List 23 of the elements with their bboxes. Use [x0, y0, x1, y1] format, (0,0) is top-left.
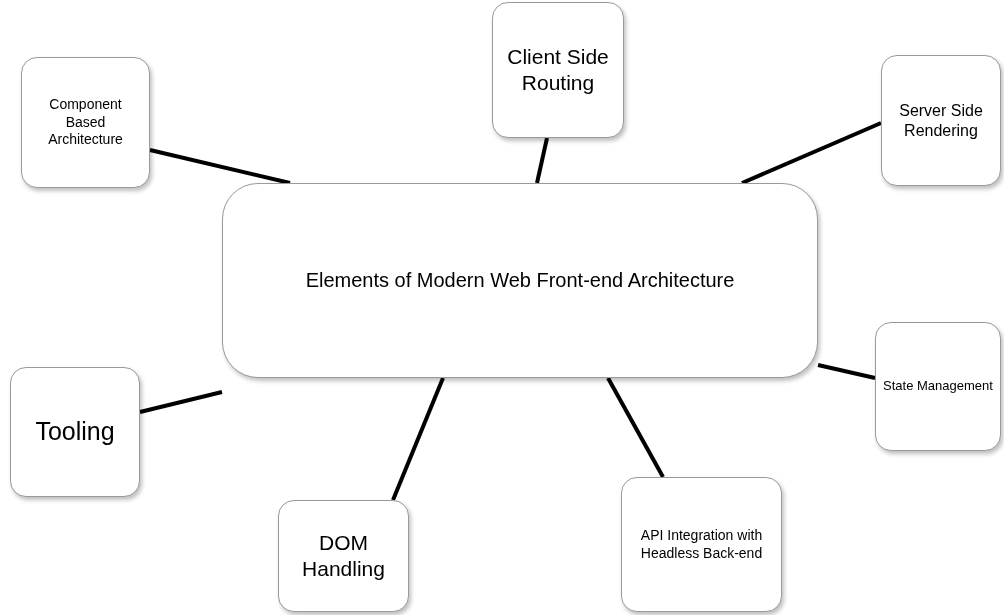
connector-line — [606, 377, 665, 478]
connector-line — [391, 377, 445, 501]
topic-text: Server Side Rendering — [898, 100, 984, 141]
topic-text: Elements of Modern Web Front-end Architecture — [305, 268, 735, 293]
topic-text: API Integration with Headless Back-end — [639, 527, 764, 562]
topic-box — [492, 2, 624, 138]
topic-box — [10, 367, 140, 497]
topic-text: State Management — [883, 378, 993, 395]
connector-line — [149, 148, 291, 185]
topic-text: Component Based Architecture — [47, 96, 124, 149]
topic-box — [278, 500, 409, 612]
topic-box — [881, 55, 1001, 186]
topic-box — [875, 322, 1001, 451]
connector-line — [741, 121, 882, 185]
central-topic-box — [222, 183, 818, 378]
topic-box — [21, 57, 150, 188]
topic-text: Client Side Routing — [506, 43, 610, 96]
topic-text: DOM Handling — [301, 529, 386, 582]
connector-line — [535, 137, 549, 184]
topic-box — [621, 477, 782, 612]
connector-line — [817, 363, 876, 380]
topic-text: Tooling — [35, 416, 115, 448]
connector-line — [139, 390, 223, 414]
